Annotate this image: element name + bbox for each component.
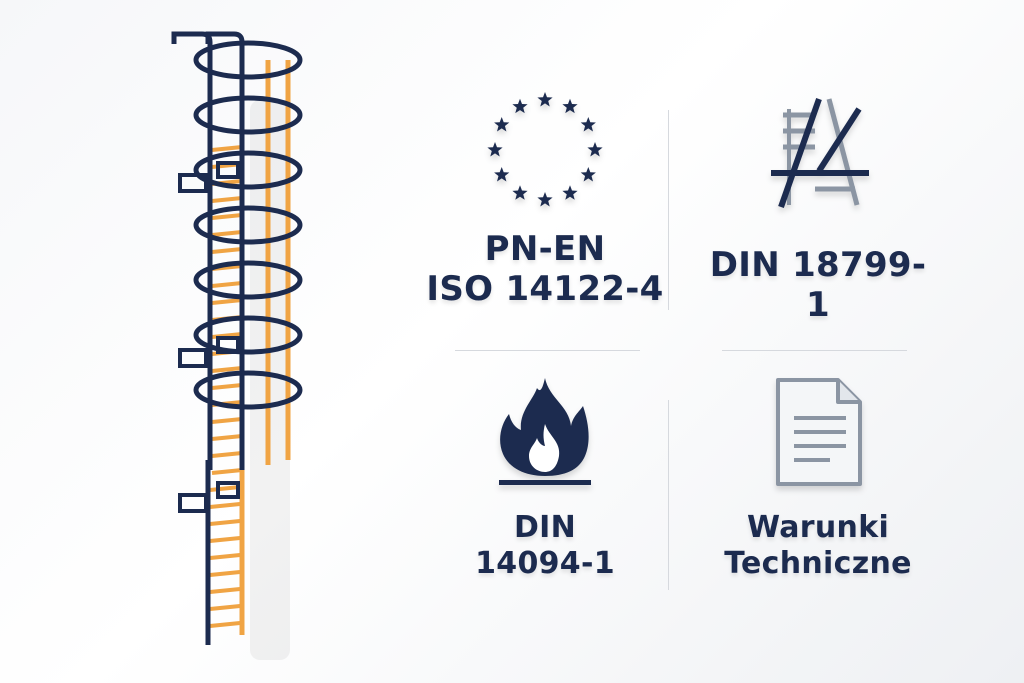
eu-star xyxy=(580,167,596,182)
eu-star xyxy=(580,117,596,132)
cert-line-2: Techniczne xyxy=(724,546,912,581)
cert-line-1: DIN 18799-1 xyxy=(709,245,927,325)
eu-star xyxy=(537,92,553,107)
ladder-drawing xyxy=(171,31,303,660)
cert-line-2: ISO 14122-4 xyxy=(426,269,664,309)
cert-warunki-label: Warunki Techniczne xyxy=(698,510,938,582)
wall-bracket xyxy=(216,161,240,179)
cage-hoop xyxy=(193,40,303,80)
cage-hoop xyxy=(193,315,303,355)
divider-vertical-top xyxy=(668,110,669,310)
ladder-rung xyxy=(209,553,241,560)
eu-star xyxy=(562,185,578,200)
ladder-rung xyxy=(209,502,241,509)
ladder-rung xyxy=(211,281,243,288)
eu-star xyxy=(494,117,510,132)
ladder-rung xyxy=(211,213,243,220)
wall-bracket xyxy=(178,173,208,193)
ladder-top-hook xyxy=(171,31,213,50)
wall-bracket xyxy=(216,336,240,354)
certifications-grid: PN-EN ISO 14122-4 DIN 18799-1 DIN xyxy=(426,60,1000,622)
cert-pn-en-iso: PN-EN ISO 14122-4 xyxy=(425,85,665,335)
eu-star xyxy=(494,167,510,182)
eu-stars-icon xyxy=(487,92,603,207)
eu-star xyxy=(512,185,528,200)
cage-hoop xyxy=(193,95,303,135)
cage-hoop xyxy=(193,150,303,190)
cert-din-14094: DIN 14094-1 xyxy=(425,372,665,622)
ladder-rung xyxy=(211,451,243,458)
cage-ladder-illustration xyxy=(150,20,380,670)
divider-vertical-bottom xyxy=(668,400,669,590)
wall-bracket xyxy=(216,481,240,499)
eu-star xyxy=(537,192,553,207)
ladder-rung xyxy=(209,621,241,628)
ladder-rung xyxy=(211,247,243,254)
ladder-rung xyxy=(211,230,243,237)
cage-hoop xyxy=(193,370,303,410)
ladder-rung xyxy=(209,519,241,526)
ladder-rung xyxy=(209,604,241,611)
ladder-rung xyxy=(211,434,243,441)
document-icon xyxy=(776,378,862,486)
ladder-rung xyxy=(209,587,241,594)
ladder-rung xyxy=(211,383,243,390)
wall-bracket xyxy=(178,493,208,513)
eu-star xyxy=(487,142,503,157)
ladder-rung xyxy=(211,417,243,424)
divider-horizontal-right xyxy=(722,350,907,351)
ladder-rung xyxy=(211,468,243,475)
din-ladder-symbol-icon xyxy=(771,98,869,208)
eu-star xyxy=(512,98,528,114)
ladder-top-hook xyxy=(205,31,245,50)
cert-pn-en-iso-label: PN-EN ISO 14122-4 xyxy=(425,229,665,309)
wall-bracket xyxy=(178,348,208,368)
cert-din-18799-label: DIN 18799-1 xyxy=(698,245,938,325)
ladder-rung xyxy=(211,145,243,152)
cert-din-14094-label: DIN 14094-1 xyxy=(425,510,665,582)
ladder-rung xyxy=(211,196,243,203)
eu-star xyxy=(562,98,578,114)
cert-din-18799: DIN 18799-1 xyxy=(698,85,938,335)
divider-horizontal-left xyxy=(455,350,640,351)
cert-line-2: 14094-1 xyxy=(475,546,615,581)
ladder-rung xyxy=(209,570,241,577)
ladder-rung xyxy=(211,366,243,373)
cert-line-1: Warunki xyxy=(746,510,890,545)
ladder-rung xyxy=(209,485,241,492)
ladder-rung xyxy=(211,298,243,305)
cert-line-1: PN-EN xyxy=(484,229,606,269)
cert-warunki-techniczne: Warunki Techniczne xyxy=(698,372,938,622)
cage-hoop xyxy=(193,260,303,300)
flame-icon xyxy=(499,378,591,485)
ladder-rung xyxy=(209,536,241,543)
eu-star xyxy=(587,142,603,157)
cage-hoop xyxy=(193,205,303,245)
cert-line-1: DIN xyxy=(513,510,577,545)
